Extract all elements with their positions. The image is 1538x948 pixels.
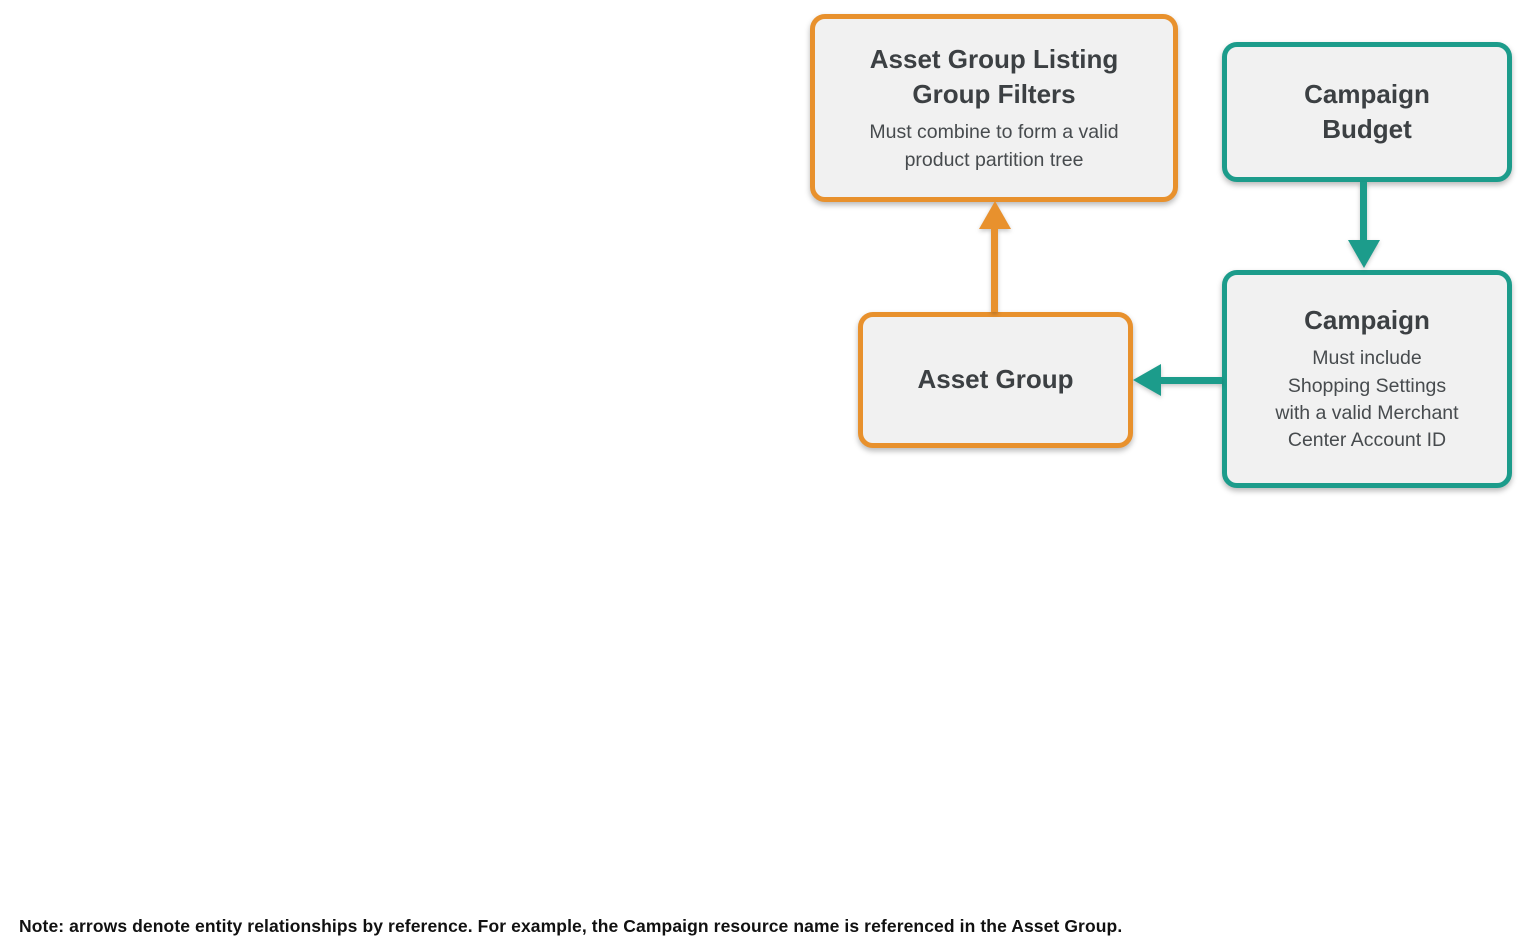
arrowhead-up-icon: [979, 201, 1011, 229]
arrowhead-down-icon: [1348, 240, 1380, 268]
arrow-shaft: [1360, 182, 1367, 242]
arrowhead-left-icon: [1133, 364, 1161, 396]
note-text: Note: arrows denote entity relationships…: [19, 916, 1123, 936]
node-subtitle: Must include Shopping Settings with a va…: [1275, 347, 1459, 452]
node-title: Asset Group Listing Group Filters: [869, 44, 1119, 110]
node-title: Asset Group: [917, 364, 1074, 395]
node-asset-group-listing-group-filters: Asset Group Listing Group Filters Must c…: [810, 14, 1178, 202]
node-title: Campaign Budget: [1304, 78, 1430, 144]
arrow-shaft: [1160, 377, 1222, 384]
node-title: Campaign: [1304, 305, 1430, 336]
arrow-shaft: [991, 228, 998, 312]
node-campaign: Campaign Must include Shopping Settings …: [1222, 270, 1512, 488]
node-subtitle: Must combine to form a valid product par…: [869, 121, 1119, 171]
node-asset-group: Asset Group: [858, 312, 1133, 448]
node-campaign-budget: Campaign Budget: [1222, 42, 1512, 182]
